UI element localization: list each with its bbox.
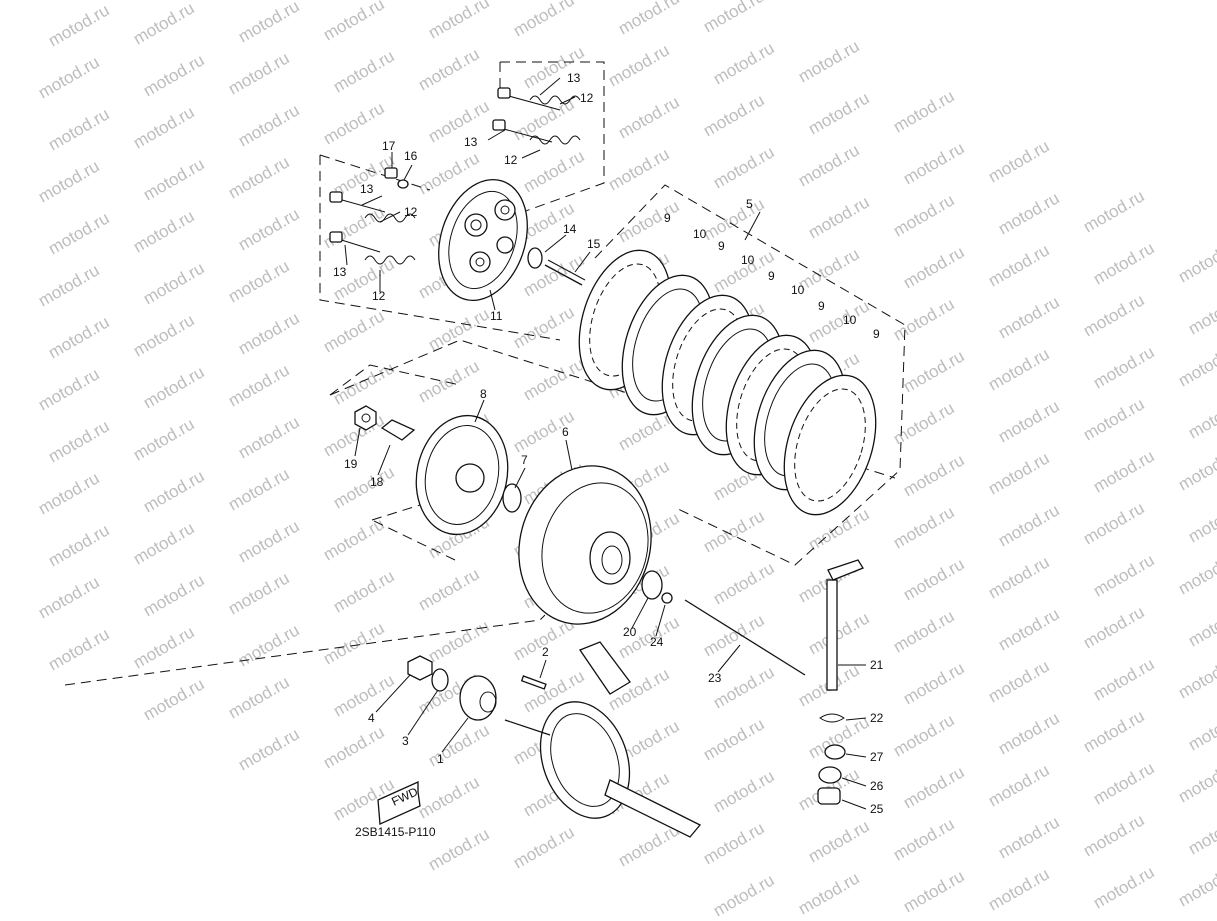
clutch-boss — [415, 414, 509, 536]
group-outline-springs — [319, 155, 561, 341]
callout-23: 23 — [708, 671, 722, 685]
group-outline-crank — [64, 614, 546, 686]
callouts: 13 12 13 12 17 16 13 12 13 12 14 15 11 5… — [333, 71, 884, 816]
thrust-washer — [502, 483, 522, 513]
callout-7: 7 — [521, 453, 528, 467]
callout-14: 14 — [563, 222, 577, 236]
friction-plate — [783, 374, 877, 516]
spring-bolt-set — [329, 87, 581, 265]
callout-17: 17 — [382, 139, 396, 153]
nut — [407, 655, 433, 681]
plate-inner-ring — [794, 388, 866, 502]
callout-16: 16 — [404, 149, 418, 163]
callout-27: 27 — [870, 750, 884, 764]
callout-9a: 9 — [664, 211, 671, 225]
nut-washer — [354, 405, 416, 441]
push-rod — [527, 247, 586, 286]
callout-12c: 12 — [404, 205, 418, 219]
group-outline-plates — [594, 184, 906, 566]
callout-12a: 12 — [580, 91, 594, 105]
callout-20: 20 — [623, 625, 637, 639]
callout-9b: 9 — [718, 239, 725, 253]
callout-3: 3 — [402, 734, 409, 748]
callout-9e: 9 — [873, 327, 880, 341]
clutch-plate-stack — [578, 249, 877, 516]
callout-10a: 10 — [693, 227, 707, 241]
callout-18: 18 — [370, 475, 384, 489]
callout-13d: 13 — [333, 265, 347, 279]
clutch-housing — [518, 465, 652, 625]
callout-10d: 10 — [843, 313, 857, 327]
oil-seal — [818, 766, 842, 784]
callout-1: 1 — [437, 752, 444, 766]
callout-11: 11 — [490, 309, 503, 323]
callout-8: 8 — [480, 387, 487, 401]
key — [520, 675, 547, 690]
callout-22: 22 — [870, 711, 884, 725]
group-outline-top — [319, 154, 431, 191]
leader-lines — [344, 77, 867, 810]
callout-26: 26 — [870, 779, 884, 793]
crankshaft — [504, 641, 702, 838]
callout-9d: 9 — [818, 299, 825, 313]
group-outline-hub-top — [329, 364, 461, 396]
group-outline-pressure-plate — [500, 61, 605, 214]
callout-15: 15 — [587, 237, 601, 251]
callout-13c: 13 — [360, 182, 374, 196]
callout-5: 5 — [746, 197, 753, 211]
callout-21: 21 — [870, 658, 884, 672]
primary-drive-gear — [459, 675, 497, 721]
callout-25: 25 — [870, 802, 884, 816]
callout-24: 24 — [650, 635, 664, 649]
diagram-code: 2SB1415-P110 — [355, 825, 436, 839]
callout-12b: 12 — [504, 153, 518, 167]
callout-6: 6 — [562, 425, 569, 439]
group-outline-hub-bottom — [371, 504, 421, 521]
spring — [819, 713, 845, 723]
collar — [641, 570, 663, 600]
callout-12d: 12 — [372, 289, 386, 303]
washer — [431, 668, 449, 692]
callout-4: 4 — [368, 711, 375, 725]
circlip — [824, 744, 846, 760]
callout-19: 19 — [344, 457, 358, 471]
callout-13a: 13 — [567, 71, 581, 85]
bearing — [817, 787, 841, 805]
fwd-arrow: FWD — [377, 780, 421, 825]
callout-13b: 13 — [464, 135, 478, 149]
push-rod-long — [684, 599, 806, 676]
callout-2: 2 — [542, 645, 549, 659]
ball — [661, 592, 673, 604]
callout-10c: 10 — [791, 283, 805, 297]
push-lever-shaft — [826, 559, 864, 691]
callout-10b: 10 — [741, 253, 755, 267]
pressure-plate — [438, 178, 528, 302]
callout-9c: 9 — [768, 269, 775, 283]
